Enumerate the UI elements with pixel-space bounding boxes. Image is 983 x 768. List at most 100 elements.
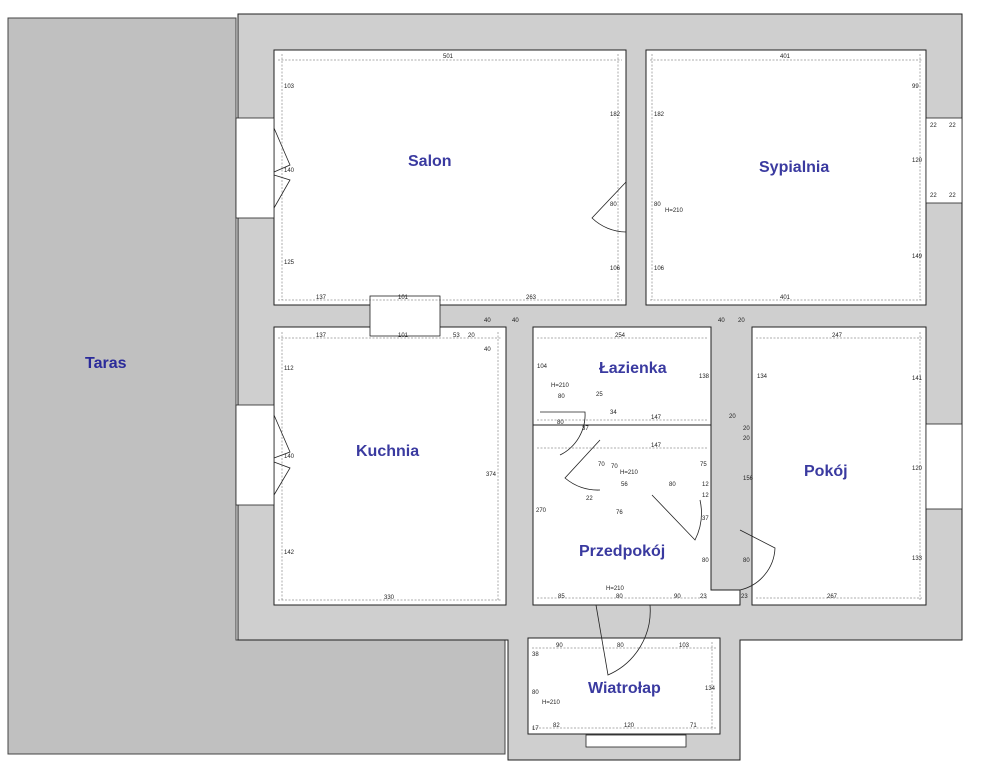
dim-room-right-a: 141 — [912, 376, 923, 382]
dim-wall-40d: 40 — [718, 318, 725, 324]
dim-bath-25: 25 — [596, 392, 603, 398]
dim-hall-75: 75 — [700, 462, 707, 468]
dim-kitchen-left-a: 112 — [284, 366, 294, 372]
dim-bedroom-top: 401 — [780, 54, 791, 60]
dim-salon-right-b: 80 — [610, 202, 617, 208]
dim-win-b2: 22 — [949, 123, 956, 129]
dim-salon-bottom-b: 101 — [398, 295, 409, 301]
label-bathroom: Łazienka — [599, 360, 667, 377]
dim-bedroom-bottom: 401 — [780, 295, 791, 301]
passage-opening — [369, 295, 441, 337]
dim-salon-left-c: 125 — [284, 260, 295, 266]
dim-win-b3: 22 — [930, 193, 937, 199]
dim-hall-37a: 37 — [582, 426, 589, 432]
dim-bath-right: 138 — [699, 374, 710, 380]
dim-bath-h: H=210 — [551, 383, 570, 389]
dim-room-bottom-b: 267 — [827, 594, 838, 600]
dim-bedroom-left-c: 106 — [654, 266, 665, 272]
window-bedroom — [925, 117, 963, 204]
dim-hall-76: 76 — [616, 510, 623, 516]
window-salon — [235, 117, 275, 219]
label-bedroom: Sypialnia — [759, 159, 829, 176]
window-pokoj — [925, 423, 963, 510]
label-hall: Przedpokój — [579, 543, 665, 560]
dim-room-left-c: 20 — [743, 436, 750, 442]
dim-vest-left-c: 17 — [532, 726, 539, 732]
room-bathroom — [532, 326, 712, 426]
dim-hall-22: 22 — [586, 496, 593, 502]
dim-kitchen-top-a: 137 — [316, 333, 327, 339]
dim-win-b4: 22 — [949, 193, 956, 199]
dim-hall-12a: 12 — [702, 482, 709, 488]
dim-vest-top-a: 90 — [556, 643, 563, 649]
door-swing-hall — [651, 494, 702, 541]
dim-bedroom-left-a: 182 — [654, 112, 665, 118]
dim-vest-left-a: 38 — [532, 652, 539, 658]
label-kitchen: Kuchnia — [356, 443, 419, 460]
dim-wall-40c: 40 — [484, 347, 491, 353]
room-vestibule — [527, 637, 721, 735]
dim-vest-left-b: 80 — [532, 690, 539, 696]
dim-bedroom-right-c: 149 — [912, 254, 923, 260]
door-swing-kitchen-window — [273, 414, 291, 496]
dim-vest-bottom-c: 71 — [690, 723, 697, 729]
dim-hall-80b: 80 — [669, 482, 676, 488]
door-swing-bedroom — [591, 181, 627, 233]
dim-vest-h: H=210 — [542, 700, 561, 706]
room-bedroom — [645, 49, 927, 306]
dim-bedroom-left-b: 80 — [654, 202, 661, 208]
room-pokoj — [751, 326, 927, 606]
dim-hall-80d: 80 — [616, 594, 623, 600]
dim-room-left-e: 80 — [743, 558, 750, 564]
dim-wall-20a: 20 — [738, 318, 745, 324]
dim-hall-h: H=210 — [620, 470, 639, 476]
door-swing-wc — [564, 439, 601, 491]
dim-hall-90: 90 — [674, 594, 681, 600]
dim-kitchen-left-b: 140 — [284, 454, 295, 460]
dim-kitchen-top-c: 53 — [453, 333, 460, 339]
dim-hall-70a: 70 — [598, 462, 605, 468]
dim-bath-left: 104 — [537, 364, 548, 370]
room-kitchen — [273, 326, 507, 606]
dim-salon-bottom-a: 137 — [316, 295, 327, 301]
dim-salon-left-b: 140 — [284, 168, 295, 174]
door-swing-bathroom — [540, 411, 586, 456]
dim-hall-56: 56 — [621, 482, 628, 488]
dim-vest-top-c: 103 — [679, 643, 690, 649]
dim-room-right-c: 133 — [912, 556, 923, 562]
room-hall — [532, 424, 741, 606]
dim-kitchen-bottom: 330 — [384, 595, 395, 601]
window-vestibule — [585, 734, 687, 748]
dim-bath-top: 254 — [615, 333, 626, 339]
dim-hall-80a: 80 — [557, 420, 564, 426]
dim-room-top: 247 — [832, 333, 843, 339]
dim-win-b1: 22 — [930, 123, 937, 129]
dim-hall-270: 270 — [536, 508, 547, 514]
dim-bedroom-right-a: 99 — [912, 84, 919, 90]
dim-wall-20b: 20 — [729, 414, 736, 420]
dim-salon-left-a: 103 — [284, 84, 295, 90]
label-terrace: Taras — [85, 355, 127, 372]
door-swing-entry — [595, 604, 651, 676]
dim-bath-80: 80 — [558, 394, 565, 400]
dim-room-left-b: 20 — [743, 426, 750, 432]
dim-salon-right-c: 106 — [610, 266, 621, 272]
dim-wall-40b: 40 — [512, 318, 519, 324]
dim-hall-85: 85 — [558, 594, 565, 600]
dim-hall-entry-h: H=210 — [606, 586, 625, 592]
dim-salon-top: 501 — [443, 54, 454, 60]
dim-kitchen-top-d: 20 — [468, 333, 475, 339]
dim-hall-80c: 80 — [702, 558, 709, 564]
dim-salon-bottom-c: 263 — [526, 295, 537, 301]
label-pokoj: Pokój — [804, 463, 848, 480]
dim-hall-147: 147 — [651, 443, 662, 449]
dim-wall-40a: 40 — [484, 318, 491, 324]
label-salon: Salon — [408, 153, 452, 170]
dim-hall-70b: 70 — [611, 464, 618, 470]
dim-hall-37b: 37 — [702, 516, 709, 522]
door-swing-salon-window — [273, 127, 291, 209]
dim-vest-right: 134 — [705, 686, 716, 692]
dim-bath-34: 34 — [610, 410, 617, 416]
dim-bedroom-door-h: H=210 — [665, 208, 684, 214]
